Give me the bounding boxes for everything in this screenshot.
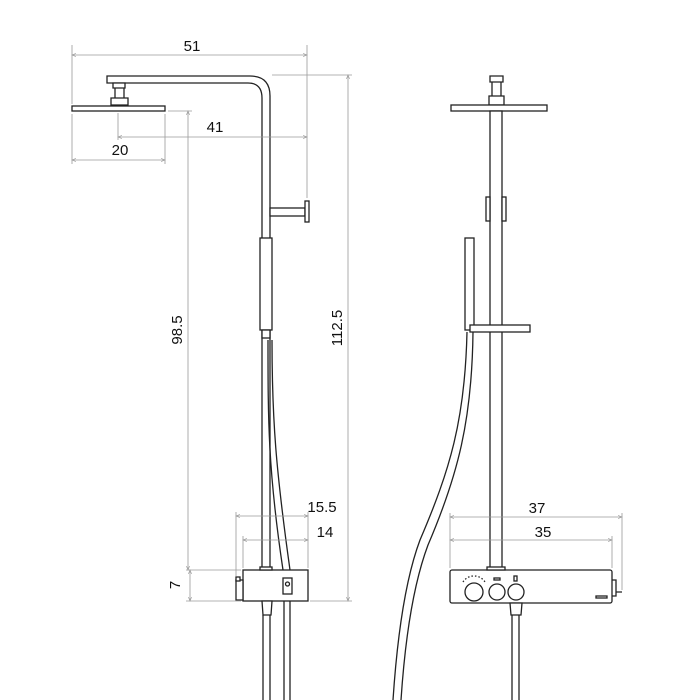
valve-side-knob-cap <box>235 576 241 582</box>
valve-side-knob <box>235 579 244 601</box>
temperature-knob <box>464 582 484 602</box>
rain-shower-knob <box>488 583 506 601</box>
shower-arm <box>106 75 271 571</box>
dim-98-5: 98.5 <box>169 315 186 344</box>
dimension-lines <box>450 513 622 590</box>
wall-bracket <box>485 196 491 222</box>
valve-button-dot <box>284 581 291 587</box>
rain-shower-head <box>71 105 166 112</box>
head-connector <box>488 75 505 106</box>
wall-bracket-plate <box>304 200 310 223</box>
handshower <box>464 237 475 331</box>
hose <box>392 331 468 700</box>
dim-14: 14 <box>317 524 334 541</box>
side-view: 51 41 20 98.5 112.5 15.5 14 7 <box>72 38 352 700</box>
wall-bracket-right <box>501 196 507 222</box>
hose <box>267 339 284 571</box>
dim-41: 41 <box>207 119 224 136</box>
hose-connector-nut <box>261 600 273 616</box>
dim-35: 35 <box>535 524 552 541</box>
brand-logo <box>595 595 608 599</box>
front-view: 37 35 <box>392 75 622 700</box>
holder-clamp <box>261 329 271 339</box>
rain-shower-icon <box>493 577 501 581</box>
dim-7: 7 <box>167 581 184 589</box>
handshower-holder <box>469 324 531 333</box>
thermostatic-valve-box <box>242 569 309 602</box>
handshower-icon <box>513 575 518 582</box>
dim-20: 20 <box>112 142 129 159</box>
side-knob <box>612 579 622 597</box>
rain-shower-head <box>450 104 548 112</box>
head-connector <box>110 82 129 106</box>
riser-pipe <box>489 110 503 571</box>
wall-bracket-arm <box>269 207 306 217</box>
hose-connector-nut <box>509 602 523 616</box>
pipe-collar <box>259 566 273 571</box>
dim-15-5: 15.5 <box>307 499 336 516</box>
handshower-holder <box>259 237 273 331</box>
dim-51: 51 <box>184 38 201 55</box>
dim-112-5: 112.5 <box>329 310 346 346</box>
dim-37: 37 <box>529 500 546 517</box>
dimension-lines <box>72 45 352 601</box>
handshower-knob <box>507 583 525 601</box>
pipe-collar <box>486 566 506 571</box>
hose-edge <box>400 331 474 700</box>
hose-edge <box>271 339 291 571</box>
